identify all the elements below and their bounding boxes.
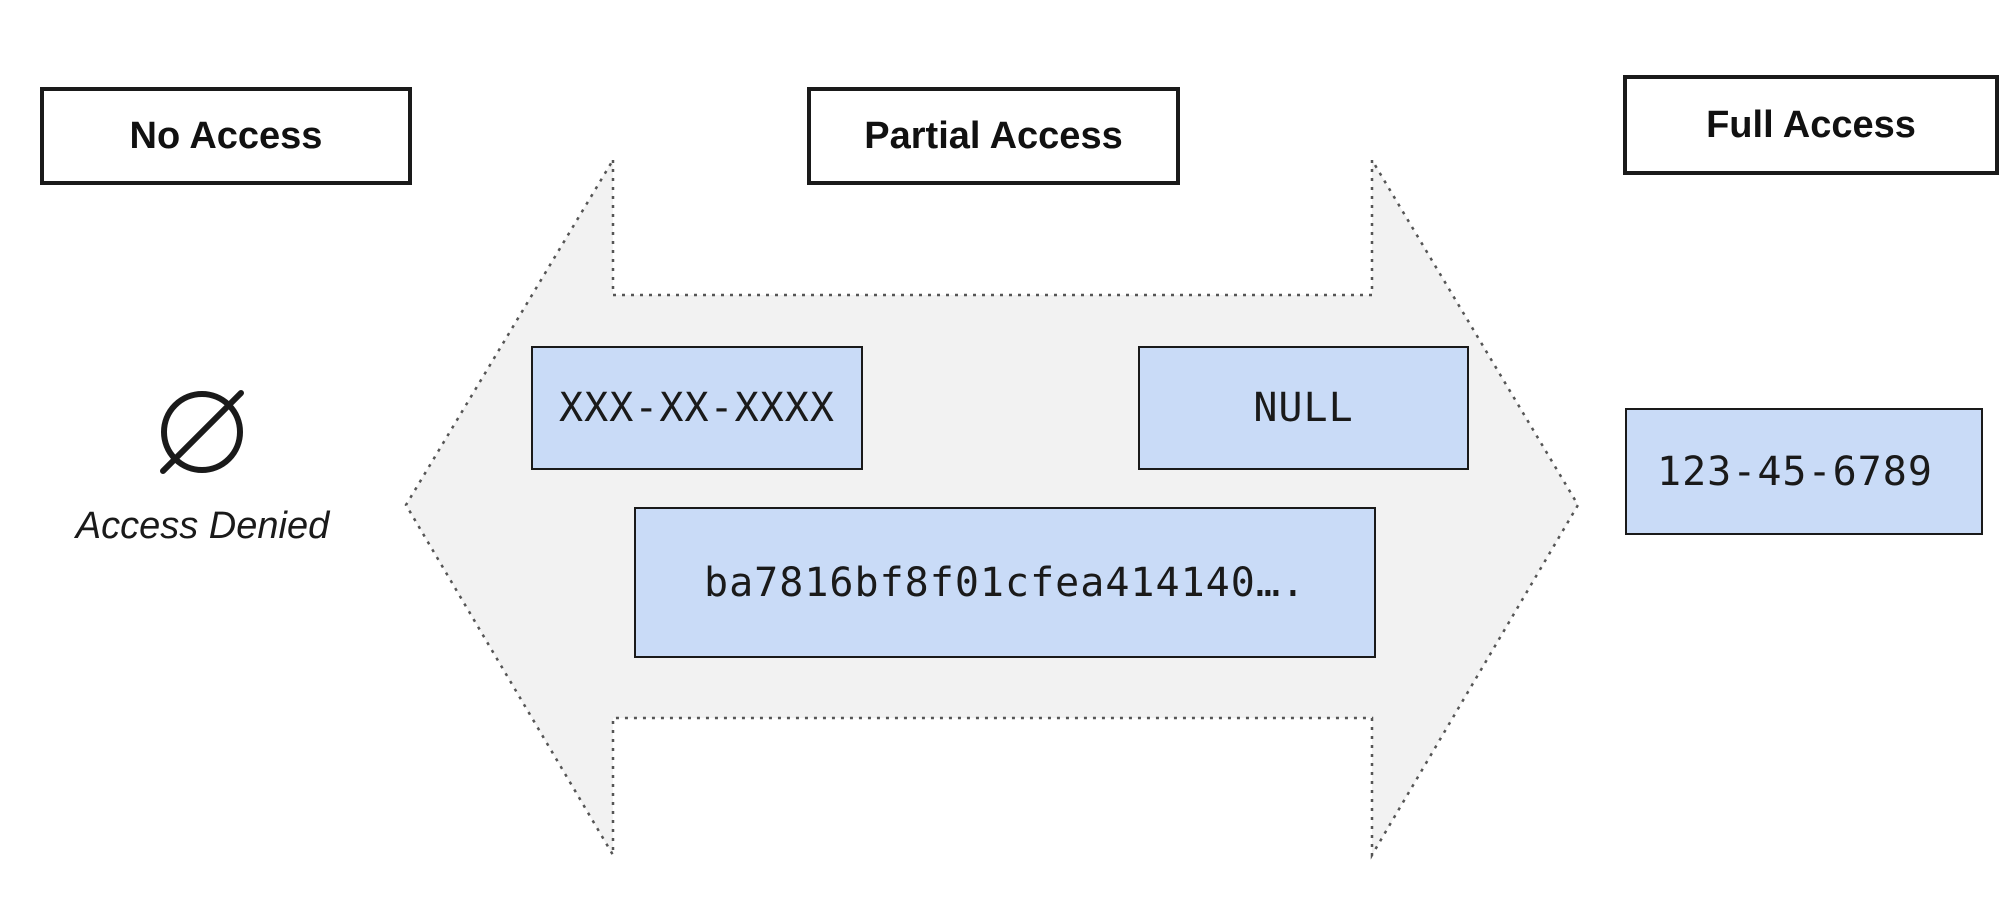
full-value-box: 123-45-6789 <box>1625 408 1983 535</box>
full-access-header-label: Full Access <box>1706 103 1916 146</box>
hashed-value-box: ba7816bf8f01cfea414140…. <box>634 507 1376 658</box>
partial-access-header-label: Partial Access <box>864 114 1123 157</box>
hashed-value-text: ba7816bf8f01cfea414140…. <box>704 559 1306 606</box>
masked-value-text: XXX-XX-XXXX <box>559 385 835 431</box>
full-access-header: Full Access <box>1623 75 1999 175</box>
full-value-text: 123-45-6789 <box>1657 448 1933 495</box>
access-denied-caption: Access Denied <box>75 505 330 547</box>
null-value-box: NULL <box>1138 346 1469 470</box>
no-access-header: No Access <box>40 87 412 185</box>
masked-value-box: XXX-XX-XXXX <box>531 346 863 470</box>
partial-access-header: Partial Access <box>807 87 1180 185</box>
no-access-header-label: No Access <box>129 114 323 157</box>
empty-set-icon <box>160 390 244 474</box>
null-value-text: NULL <box>1253 385 1354 431</box>
